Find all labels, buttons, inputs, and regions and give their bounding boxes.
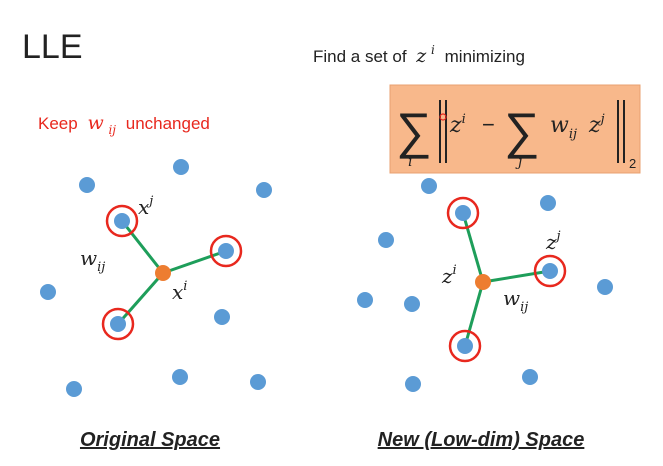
data-point — [540, 195, 556, 211]
data-point — [421, 178, 437, 194]
keep-sub: ij — [108, 123, 116, 137]
slide-title: LLE — [22, 28, 83, 66]
edge-center-to-bottom — [463, 281, 485, 347]
new-space-panel: zi zj wij New (Low-dim) Space — [357, 178, 613, 451]
instruction-var: z — [415, 45, 427, 67]
label-x-j: xj — [138, 194, 153, 219]
neighbor-point — [110, 316, 126, 332]
data-point — [357, 292, 373, 308]
neighbor-ring — [533, 254, 567, 288]
keep-var: w — [87, 112, 103, 134]
neighbor-ring — [101, 307, 135, 341]
data-point — [256, 182, 272, 198]
sum-symbol-outer: ∑ — [396, 103, 432, 159]
original-space-panel: xj wij xi Original Space — [40, 159, 272, 451]
formula-box — [389, 84, 641, 174]
data-point — [66, 381, 82, 397]
data-point — [172, 369, 188, 385]
edge-center-to-right — [162, 249, 227, 275]
keep-prefix: Keep — [38, 114, 78, 133]
keep-weights-note: Keep w ij unchanged — [38, 112, 210, 138]
data-point — [79, 177, 95, 193]
caption-original-space: Original Space — [80, 429, 220, 451]
caption-new-space: New (Low-dim) Space — [378, 429, 585, 451]
neighbor-point — [218, 243, 234, 259]
data-point — [405, 376, 421, 392]
label-z-i: zi — [441, 263, 457, 288]
neighbor-point — [457, 338, 473, 354]
label-z-j: zj — [545, 229, 561, 254]
instruction-sup: i — [431, 43, 435, 57]
data-point — [522, 369, 538, 385]
label-w-ij: wij — [503, 286, 528, 315]
sum-index-j: j — [515, 154, 523, 170]
keep-suffix: unchanged — [126, 114, 210, 133]
cursor-marker — [439, 113, 447, 121]
neighbor-point-xj — [114, 213, 130, 229]
formula-z-j: zj — [588, 112, 605, 138]
neighbor-ring — [209, 234, 243, 268]
neighbor-ring — [448, 329, 482, 363]
formula-w-ij: wij — [550, 113, 577, 142]
sum-index-i: i — [408, 154, 412, 170]
neighbor-ring — [446, 196, 480, 230]
data-point — [173, 159, 189, 175]
edge-center-to-top — [461, 212, 485, 283]
data-point — [404, 296, 420, 312]
instruction-text: Find a set of — [313, 47, 407, 66]
label-w-ij: wij — [80, 246, 105, 275]
instruction-line: Find a set of z i minimizing — [313, 39, 525, 67]
edge-center-to-xj — [120, 220, 165, 274]
neighbor-ring — [105, 204, 139, 238]
neighbor-point — [455, 205, 471, 221]
edge-center-to-bottom — [116, 272, 165, 325]
neighbor-point-zj — [542, 263, 558, 279]
label-x-i: xi — [172, 279, 187, 304]
data-point — [214, 309, 230, 325]
formula-minus: − — [482, 112, 495, 137]
center-point-xi — [155, 265, 171, 281]
data-point — [597, 279, 613, 295]
formula-z-i: zi — [449, 112, 466, 138]
norm-subscript-2: 2 — [629, 156, 636, 171]
sum-symbol-inner: ∑ — [504, 103, 540, 159]
edge-center-to-zj — [482, 269, 551, 284]
center-point-zi — [475, 274, 491, 290]
objective-formula: ∑ i zi − ∑ j wij zj 2 — [389, 84, 641, 174]
data-point — [250, 374, 266, 390]
data-point — [40, 284, 56, 300]
instruction-tail: minimizing — [445, 47, 525, 66]
data-point — [378, 232, 394, 248]
